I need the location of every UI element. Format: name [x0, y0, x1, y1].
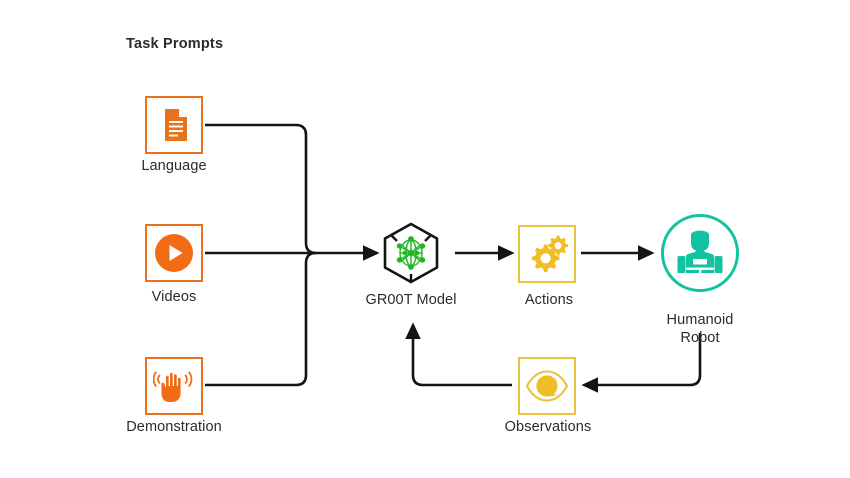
node-label-language: Language — [141, 158, 207, 174]
node-videos[interactable] — [145, 224, 203, 282]
waving-hand-icon — [153, 371, 193, 402]
document-icon — [165, 109, 187, 141]
gears-icon — [531, 235, 568, 273]
edge-observations-to-groot — [405, 322, 512, 387]
edge-demonstration-to-groot — [205, 251, 317, 387]
eye-icon — [525, 370, 569, 402]
node-label-observations: Observations — [504, 419, 592, 435]
node-label-demonstration: Demonstration — [126, 419, 222, 435]
node-humanoid-robot[interactable] — [661, 214, 739, 292]
node-label-actions: Actions — [524, 292, 574, 308]
node-label-videos: Videos — [151, 289, 197, 305]
humanoid-robot-icon — [677, 230, 723, 273]
play-circle-icon — [155, 234, 193, 272]
node-label-humanoid-robot: Humanoid Robot — [666, 312, 734, 347]
node-language[interactable] — [145, 96, 203, 154]
section-title-task-prompts: Task Prompts — [126, 36, 224, 52]
node-actions[interactable] — [518, 225, 576, 283]
node-demonstration[interactable] — [145, 357, 203, 415]
node-observations[interactable] — [518, 357, 576, 415]
cube-network-icon — [383, 222, 439, 284]
edge-language-to-groot — [205, 123, 317, 255]
node-label-groot-model: GR00T Model — [365, 292, 457, 308]
node-groot-model[interactable] — [377, 219, 445, 287]
